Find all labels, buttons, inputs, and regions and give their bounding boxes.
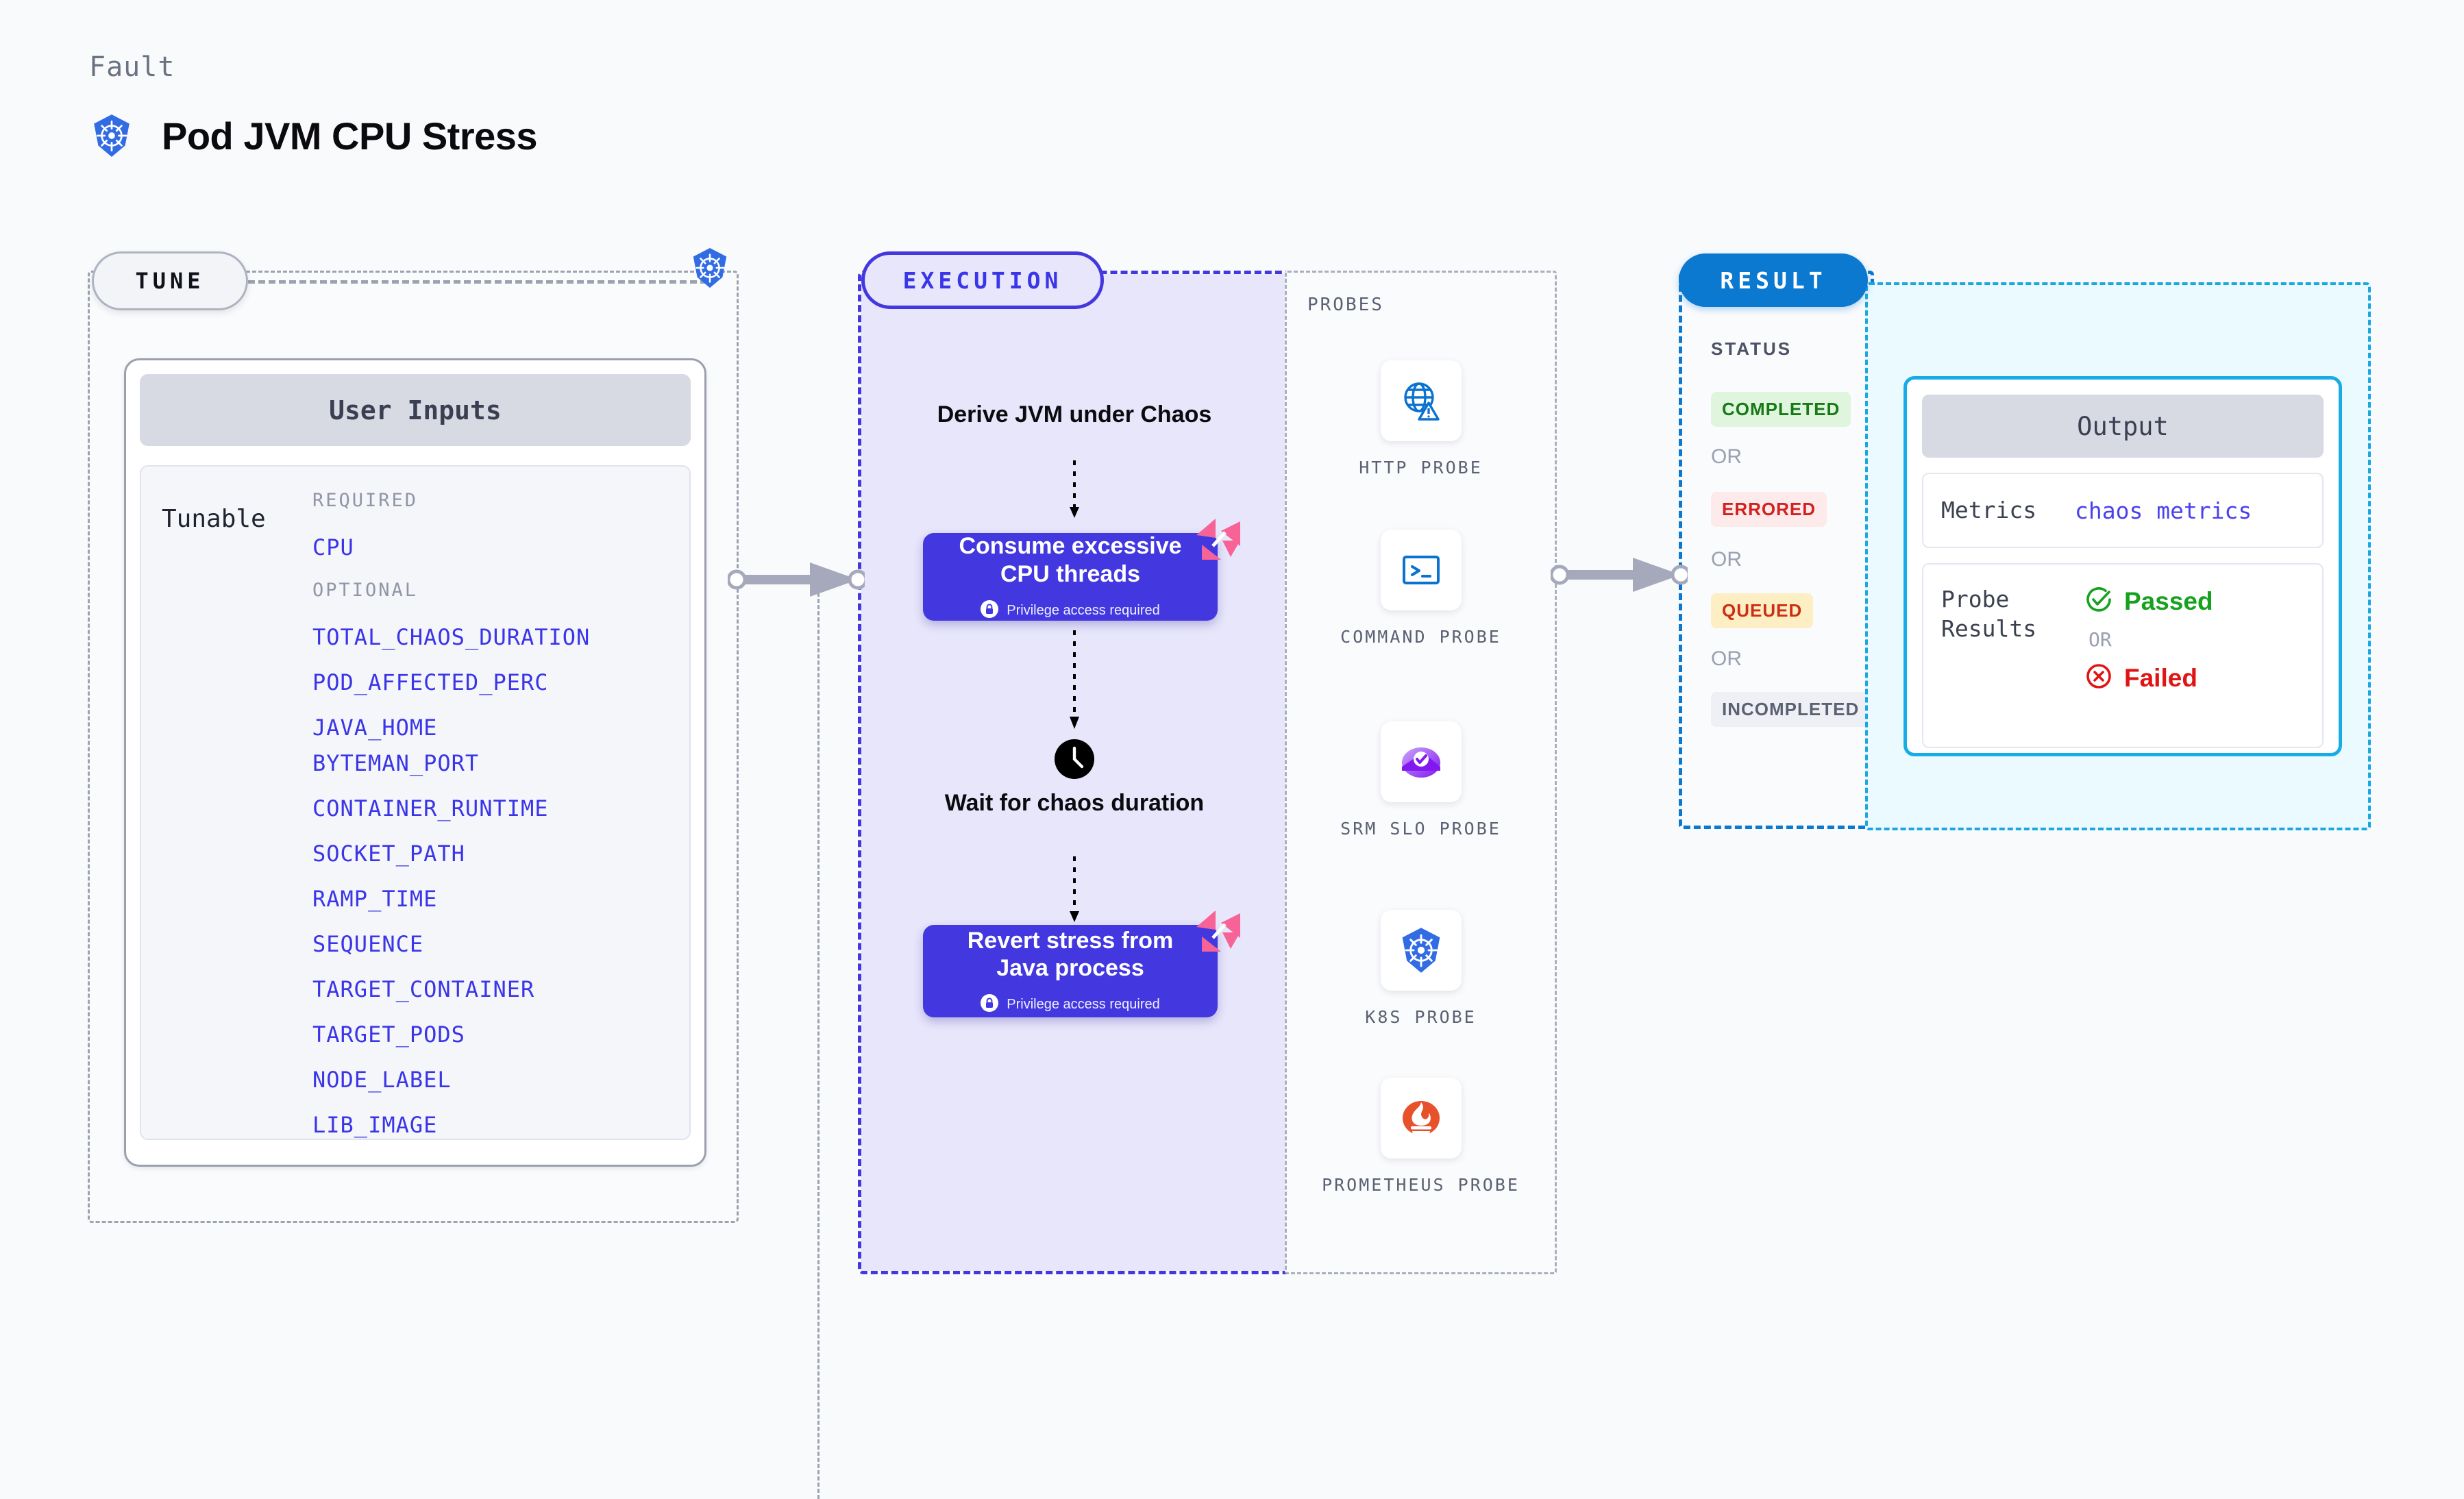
- metrics-value[interactable]: chaos metrics: [2075, 497, 2252, 524]
- x-circle-icon: [2084, 662, 2113, 694]
- probe-label: PROMETHEUS PROBE: [1322, 1175, 1520, 1195]
- param-item[interactable]: JAVA_HOME: [312, 715, 438, 741]
- param-item[interactable]: LIB_IMAGE: [312, 1112, 438, 1138]
- tune-panel: User Inputs Tunable REQUIRED CPU OPTIONA…: [88, 271, 820, 1499]
- flow-arrow-icon: [1067, 856, 1082, 928]
- probe-label: K8S PROBE: [1365, 1007, 1477, 1027]
- prometheus-icon: [1380, 1078, 1462, 1159]
- stage-badge-result[interactable]: RESULT: [1679, 253, 1868, 307]
- privilege-note-text: Privilege access required: [1007, 602, 1160, 618]
- optional-group-label: OPTIONAL: [312, 580, 419, 601]
- page-title-row: Pod JVM CPU Stress: [89, 113, 538, 158]
- probe-result-passed-label: Passed: [2124, 586, 2213, 615]
- param-item[interactable]: TARGET_PODS: [312, 1021, 465, 1048]
- kubernetes-icon: [689, 247, 731, 293]
- status-title: STATUS: [1711, 338, 1792, 359]
- probe-item[interactable]: K8S PROBE: [1287, 910, 1555, 1029]
- result-panel: STATUS COMPLETED OR ERRORED OR QUEUED OR…: [1679, 271, 1874, 829]
- output-panel: Output Metrics chaos metrics Probe Resul…: [1865, 282, 2371, 830]
- param-item[interactable]: TOTAL_CHAOS_DURATION: [312, 624, 591, 650]
- kubernetes-icon: [1380, 910, 1462, 991]
- required-group-label: REQUIRED: [312, 490, 419, 511]
- param-item[interactable]: BYTEMAN_PORT: [312, 750, 480, 776]
- arrow-right-icon: [726, 558, 868, 604]
- harness-logo-icon: [1195, 909, 1242, 958]
- tune-vertical-guide: [817, 574, 820, 1499]
- param-item[interactable]: RAMP_TIME: [312, 886, 438, 912]
- globe-alert-icon: [1380, 360, 1462, 441]
- harness-logo-icon: [1195, 517, 1242, 566]
- privilege-note-text: Privilege access required: [1007, 997, 1160, 1013]
- flow-arrow-icon: [1067, 460, 1082, 524]
- stage-badge-execution[interactable]: EXECUTION: [861, 251, 1104, 309]
- or-label: OR: [1711, 445, 1742, 468]
- srm-slo-icon: [1380, 721, 1462, 802]
- param-item[interactable]: CONTAINER_RUNTIME: [312, 795, 549, 821]
- execution-step-title: Derive JVM under Chaos: [937, 401, 1212, 428]
- probe-label: COMMAND PROBE: [1340, 627, 1501, 647]
- fault-kicker-label: Fault: [89, 51, 175, 83]
- user-inputs-header: User Inputs: [140, 374, 691, 446]
- user-inputs-card: User Inputs Tunable REQUIRED CPU OPTIONA…: [124, 358, 706, 1167]
- tune-connector-line: [248, 280, 707, 284]
- status-badge: QUEUED: [1711, 593, 1814, 628]
- lock-icon: [981, 599, 999, 621]
- or-label: OR: [1711, 548, 1742, 571]
- arrow-right-icon: [1549, 554, 1691, 599]
- probe-result-passed: Passed: [2084, 585, 2213, 617]
- param-item[interactable]: SOCKET_PATH: [312, 841, 465, 867]
- probe-result-failed: Failed: [2084, 662, 2213, 694]
- probe-item[interactable]: HTTP PROBE: [1287, 360, 1555, 480]
- param-item[interactable]: POD_AFFECTED_PERC: [312, 669, 549, 695]
- execution-panel: Derive JVM under Chaos Consume excessive…: [858, 271, 1557, 1274]
- metrics-key: Metrics: [1941, 496, 2037, 523]
- probe-item[interactable]: COMMAND PROBE: [1287, 530, 1555, 649]
- probe-results-values: Passed OR Failed: [2075, 585, 2213, 747]
- kubernetes-icon: [89, 113, 134, 158]
- probe-results-key: Probe Results: [1941, 586, 2037, 642]
- param-item[interactable]: TARGET_CONTAINER: [312, 976, 535, 1002]
- param-item[interactable]: SEQUENCE: [312, 931, 424, 957]
- param-item[interactable]: CPU: [312, 534, 354, 560]
- probe-label: HTTP PROBE: [1359, 458, 1483, 478]
- check-circle-icon: [2084, 585, 2113, 617]
- status-badge: COMPLETED: [1711, 392, 1851, 427]
- probe-item[interactable]: PROMETHEUS PROBE: [1287, 1078, 1555, 1197]
- terminal-icon: [1380, 530, 1462, 610]
- execution-card-title: Revert stress from Java process: [967, 927, 1174, 981]
- probe-results-row: Probe Results Passed OR: [1922, 563, 2324, 748]
- param-item[interactable]: NODE_LABEL: [312, 1067, 452, 1093]
- tunable-label: Tunable: [162, 505, 266, 533]
- probes-column: PROBES HTTP PROBE COMMAND PROBE: [1285, 271, 1557, 1274]
- or-label: OR: [2089, 628, 2112, 651]
- execution-card[interactable]: Consume excessive CPU threads Privilege …: [923, 533, 1218, 621]
- tunable-row: Tunable REQUIRED CPU OPTIONAL TOTAL_CHAO…: [140, 465, 691, 1140]
- privilege-note: Privilege access required: [981, 994, 1160, 1015]
- status-badge: INCOMPLETED: [1711, 692, 1871, 727]
- probes-title: PROBES: [1307, 295, 1384, 315]
- probe-label: SRM SLO PROBE: [1340, 819, 1501, 839]
- status-badge: ERRORED: [1711, 492, 1827, 527]
- output-card: Output Metrics chaos metrics Probe Resul…: [1904, 376, 2342, 756]
- metrics-row: Metrics chaos metrics: [1922, 473, 2324, 548]
- execution-card[interactable]: Revert stress from Java process Privileg…: [923, 925, 1218, 1017]
- flow-arrow-icon: [1067, 630, 1082, 735]
- clock-icon: [1053, 738, 1096, 784]
- probe-item[interactable]: SRM SLO PROBE: [1287, 721, 1555, 841]
- param-list: REQUIRED CPU OPTIONAL TOTAL_CHAOS_DURATI…: [312, 490, 689, 1139]
- or-label: OR: [1711, 647, 1742, 670]
- privilege-note: Privilege access required: [981, 599, 1160, 621]
- execution-card-title: Consume excessive CPU threads: [959, 533, 1182, 587]
- lock-icon: [981, 994, 999, 1015]
- execution-step-title: Wait for chaos duration: [944, 790, 1205, 816]
- stage-badge-tune[interactable]: TUNE: [92, 251, 248, 310]
- output-header: Output: [1922, 395, 2324, 458]
- page-title: Pod JVM CPU Stress: [162, 114, 538, 158]
- probe-result-failed-label: Failed: [2124, 663, 2197, 692]
